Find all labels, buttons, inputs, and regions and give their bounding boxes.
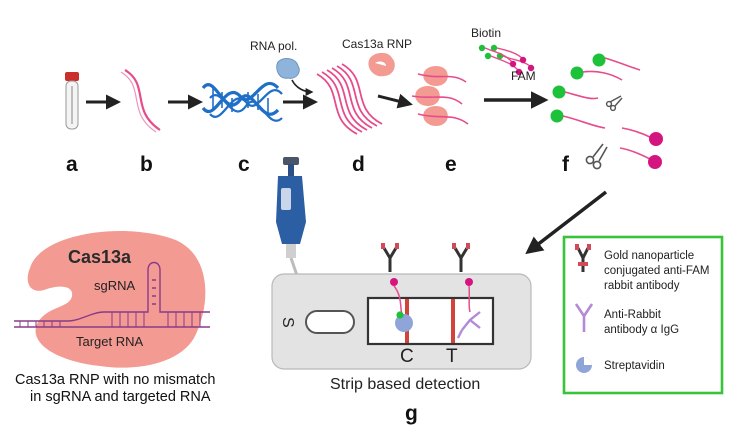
rna-polymerase-icon xyxy=(276,58,314,96)
control-line-label: C xyxy=(400,346,414,367)
cas13a-title: Cas13a xyxy=(68,247,132,267)
complex-caption-line2: in sgRNA and targeted RNA xyxy=(30,389,211,405)
cas13a-rna-complexes-icon xyxy=(411,66,469,126)
rna-copies-icon xyxy=(316,63,383,135)
legend-anti-rabbit-icon xyxy=(574,303,594,332)
biotin-label: Biotin xyxy=(471,26,501,40)
target-rna-label: Target RNA xyxy=(76,334,144,349)
anti-rabbit-antibody-on-strip-icon xyxy=(456,311,481,339)
step-b-letter: b xyxy=(140,153,153,176)
step-g-letter: g xyxy=(405,402,418,425)
cas13a-complex-illustration xyxy=(14,230,210,368)
legend-item2-line2: antibody α IgG xyxy=(604,324,679,336)
step-f-letter: f xyxy=(562,153,570,176)
cleaved-reporters-icon xyxy=(550,53,663,169)
sgrna-label: sgRNA xyxy=(94,278,136,293)
fam-label: FAM xyxy=(511,69,536,83)
legend-gold-antibody-icon xyxy=(575,244,591,272)
legend-streptavidin-icon xyxy=(576,357,592,373)
legend-item1-line1: Gold nanoparticle xyxy=(604,250,694,262)
legend-box xyxy=(562,235,724,395)
streptavidin-on-strip-icon xyxy=(395,311,413,332)
sample-tube-icon xyxy=(65,72,79,130)
scissors-large-icon xyxy=(585,143,608,170)
biotin-fam-reporter-icon xyxy=(478,44,535,76)
sample-port-label: S xyxy=(279,317,296,328)
complex-caption-line1: Cas13a RNP with no mismatch xyxy=(15,372,215,388)
cas13a-protein-icon xyxy=(368,52,395,77)
dna-helix-icon xyxy=(201,81,283,122)
test-line xyxy=(451,299,455,343)
strip-caption: Strip based detection xyxy=(330,376,480,393)
pipette-icon xyxy=(276,157,315,323)
legend-item1-line3: rabbit antibody xyxy=(604,280,680,292)
rna-pol-label: RNA pol. xyxy=(250,39,297,53)
arrow-d-e xyxy=(377,93,413,109)
scissors-icon xyxy=(605,95,623,112)
step-c-letter: c xyxy=(238,153,250,176)
step-d-letter: d xyxy=(352,153,365,176)
legend-item3: Streptavidin xyxy=(604,360,665,372)
gold-antibody-icon-2 xyxy=(452,243,473,313)
arrow-f-strip xyxy=(525,190,608,255)
legend-item2-line1: Anti-Rabbit xyxy=(604,309,662,321)
legend-item1-line2: conjugated anti-FAM xyxy=(604,265,709,277)
step-a-letter: a xyxy=(66,153,78,176)
test-line-label: T xyxy=(446,346,458,367)
step-e-letter: e xyxy=(445,153,457,176)
rna-strand-icon xyxy=(120,69,161,133)
cas13a-rnp-label: Cas13a RNP xyxy=(342,37,412,51)
